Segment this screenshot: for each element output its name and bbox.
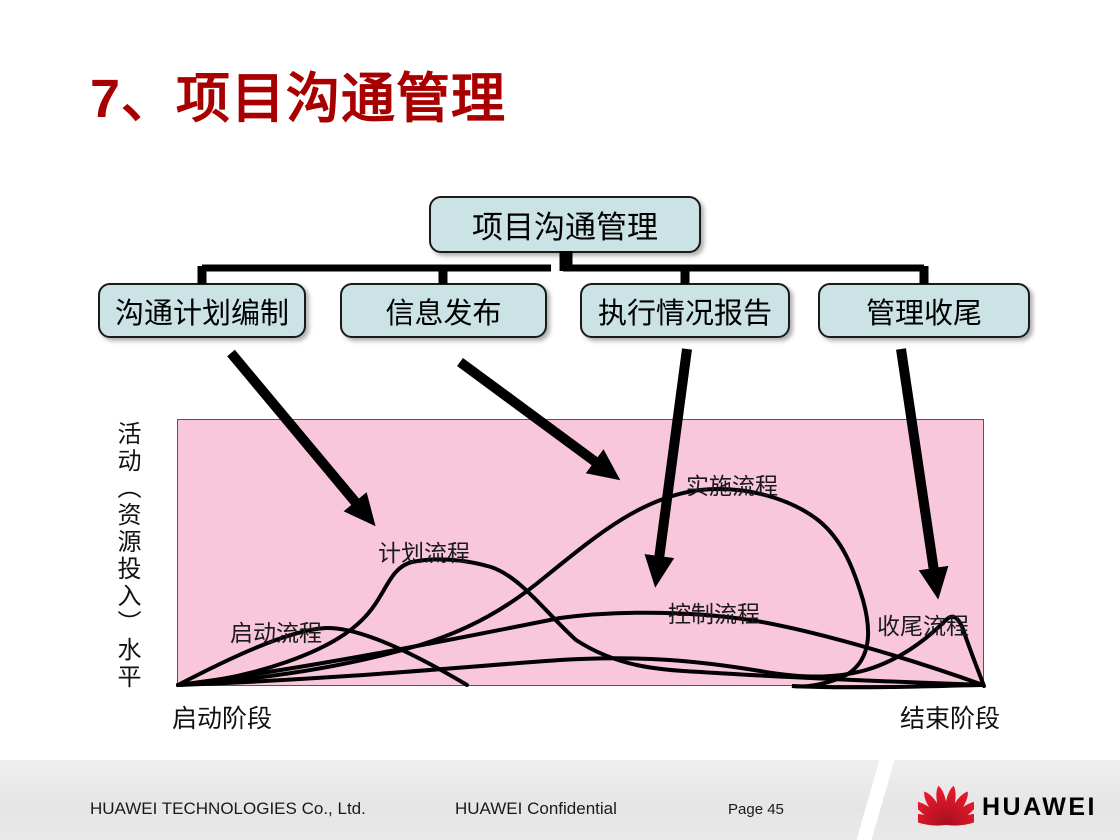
footer-bar: HUAWEI TECHNOLOGIES Co., Ltd. HUAWEI Con… <box>0 760 1120 840</box>
arrow-closing <box>896 348 949 600</box>
huawei-logo: HUAWEI <box>918 776 1108 828</box>
arrow-controlling <box>644 348 692 588</box>
curve-label-closing: 收尾流程 <box>877 614 969 639</box>
curve-initiating <box>176 625 469 687</box>
org-root-label: 项目沟通管理 <box>472 210 658 245</box>
curve-controlling <box>176 610 985 687</box>
footer-company-text: HUAWEI TECHNOLOGIES Co., Ltd. <box>90 799 366 818</box>
org-child-box-administrative-closure: 管理收尾 <box>818 283 1030 338</box>
curve-planning <box>176 557 985 687</box>
org-child-label: 信息发布 <box>385 297 502 330</box>
footer-confidential-text: HUAWEI Confidential <box>455 799 617 818</box>
curve-label-initiating: 启动流程 <box>230 621 322 646</box>
org-root-box: 项目沟通管理 <box>429 196 701 253</box>
y-axis-label: 活动（资源投入）水平 <box>113 421 139 691</box>
x-axis-start-label: 启动阶段 <box>172 706 273 733</box>
org-child-label: 执行情况报告 <box>597 297 772 330</box>
org-child-box-performance-reporting: 执行情况报告 <box>580 283 790 338</box>
org-child-box-information-distribution: 信息发布 <box>340 283 547 338</box>
footer-page-number: Page 45 <box>728 801 784 818</box>
arrow-executing <box>457 357 621 481</box>
curve-label-planning: 计划流程 <box>378 541 470 566</box>
org-child-label: 沟通计划编制 <box>114 297 289 330</box>
arrow-planning <box>227 349 376 527</box>
x-axis-end-label: 结束阶段 <box>900 706 1001 733</box>
huawei-flower-icon <box>918 785 974 826</box>
curve-label-executing: 实施流程 <box>686 474 778 499</box>
curve-label-controlling: 控制流程 <box>668 602 760 627</box>
page-title: 7、项目沟通管理 <box>90 69 507 129</box>
curve-closing <box>176 614 986 688</box>
org-child-label: 管理收尾 <box>865 297 982 330</box>
huawei-wordmark: HUAWEI <box>982 793 1097 821</box>
